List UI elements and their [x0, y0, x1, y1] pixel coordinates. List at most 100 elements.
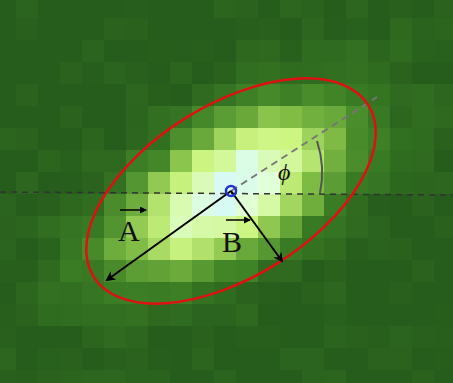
heatmap-pixel [434, 172, 453, 194]
heatmap-pixel [148, 40, 170, 62]
heatmap-pixel [368, 348, 390, 370]
heatmap-pixel [170, 348, 192, 370]
heatmap-pixel [126, 194, 148, 216]
heatmap-pixel [390, 216, 412, 238]
heatmap-pixel [368, 62, 390, 84]
heatmap-pixel [16, 150, 38, 172]
heatmap-pixel [258, 238, 280, 260]
heatmap-pixel [0, 128, 16, 150]
heatmap-pixel [412, 106, 434, 128]
heatmap-pixel [16, 84, 38, 106]
heatmap-pixel [368, 326, 390, 348]
heatmap-pixel [346, 326, 368, 348]
heatmap-pixel [280, 0, 302, 18]
heatmap-pixel [324, 172, 346, 194]
heatmap-pixel [16, 282, 38, 304]
heatmap-pixel [390, 106, 412, 128]
heatmap-pixel [148, 304, 170, 326]
heatmap-pixel [302, 106, 324, 128]
heatmap-pixel [170, 304, 192, 326]
heatmap-pixel [126, 84, 148, 106]
heatmap-pixel [148, 150, 170, 172]
heatmap-pixel [258, 282, 280, 304]
heatmap-pixel [16, 216, 38, 238]
heatmap-pixel [368, 0, 390, 18]
heatmap-pixel [16, 0, 38, 18]
heatmap-pixel [192, 216, 214, 238]
heatmap-pixel [104, 106, 126, 128]
heatmap-pixel [236, 0, 258, 18]
heatmap-pixel [126, 106, 148, 128]
heatmap-pixel [258, 18, 280, 40]
heatmap-pixel [82, 370, 104, 383]
heatmap-pixel [346, 128, 368, 150]
heatmap-pixel [170, 150, 192, 172]
heatmap-pixel [412, 194, 434, 216]
heatmap-pixel [60, 18, 82, 40]
heatmap-pixel [126, 40, 148, 62]
heatmap-pixel [434, 348, 453, 370]
heatmap-pixel [368, 40, 390, 62]
heatmap-pixel [434, 128, 453, 150]
heatmap-pixel [390, 62, 412, 84]
heatmap-pixel [214, 348, 236, 370]
heatmap-pixel [60, 304, 82, 326]
heatmap-pixel [148, 0, 170, 18]
heatmap-pixel [82, 348, 104, 370]
heatmap-pixel [0, 62, 16, 84]
heatmap-pixel [346, 40, 368, 62]
center-point [226, 186, 236, 196]
heatmap-pixel [280, 18, 302, 40]
heatmap-pixel [412, 348, 434, 370]
heatmap-pixel [302, 260, 324, 282]
heatmap-pixel [258, 304, 280, 326]
heatmap-pixel [148, 106, 170, 128]
heatmap-pixel [82, 84, 104, 106]
heatmap-pixel [192, 370, 214, 383]
heatmap-pixel [38, 194, 60, 216]
heatmap-pixel [148, 62, 170, 84]
heatmap-pixel [434, 84, 453, 106]
heatmap-pixel [60, 348, 82, 370]
heatmap-pixel [324, 282, 346, 304]
heatmap-pixel [0, 282, 16, 304]
heatmap-pixel [148, 18, 170, 40]
heatmap-pixel [280, 194, 302, 216]
heatmap-pixel [346, 238, 368, 260]
heatmap-pixel [390, 40, 412, 62]
heatmap-pixel [302, 370, 324, 383]
heatmap-pixel [38, 172, 60, 194]
heatmap-pixel [0, 106, 16, 128]
heatmap-pixel [280, 326, 302, 348]
heatmap-pixel [390, 18, 412, 40]
heatmap-pixel [434, 40, 453, 62]
heatmap-pixel [390, 304, 412, 326]
heatmap-pixel [258, 194, 280, 216]
heatmap-pixel [60, 0, 82, 18]
heatmap-pixel [60, 326, 82, 348]
heatmap-pixel [148, 326, 170, 348]
heatmap-pixel [236, 40, 258, 62]
heatmap-pixel [302, 84, 324, 106]
heatmap-pixel [412, 40, 434, 62]
heatmap-pixel [368, 304, 390, 326]
heatmap-pixel [368, 128, 390, 150]
heatmap-pixel [0, 0, 16, 18]
heatmap-pixel [0, 370, 16, 383]
heatmap-pixel [16, 172, 38, 194]
heatmap-pixel [236, 260, 258, 282]
heatmap-pixel [60, 260, 82, 282]
heatmap-pixel [324, 0, 346, 18]
heatmap-pixel [324, 128, 346, 150]
heatmap-pixel [412, 128, 434, 150]
heatmap-pixel [302, 40, 324, 62]
heatmap-pixel [258, 348, 280, 370]
heatmap-pixel [170, 326, 192, 348]
heatmap-pixel [258, 172, 280, 194]
heatmap-pixel [60, 128, 82, 150]
heatmap-pixel [170, 128, 192, 150]
heatmap-pixel [258, 326, 280, 348]
heatmap-pixel [104, 282, 126, 304]
heatmap-pixel [324, 304, 346, 326]
